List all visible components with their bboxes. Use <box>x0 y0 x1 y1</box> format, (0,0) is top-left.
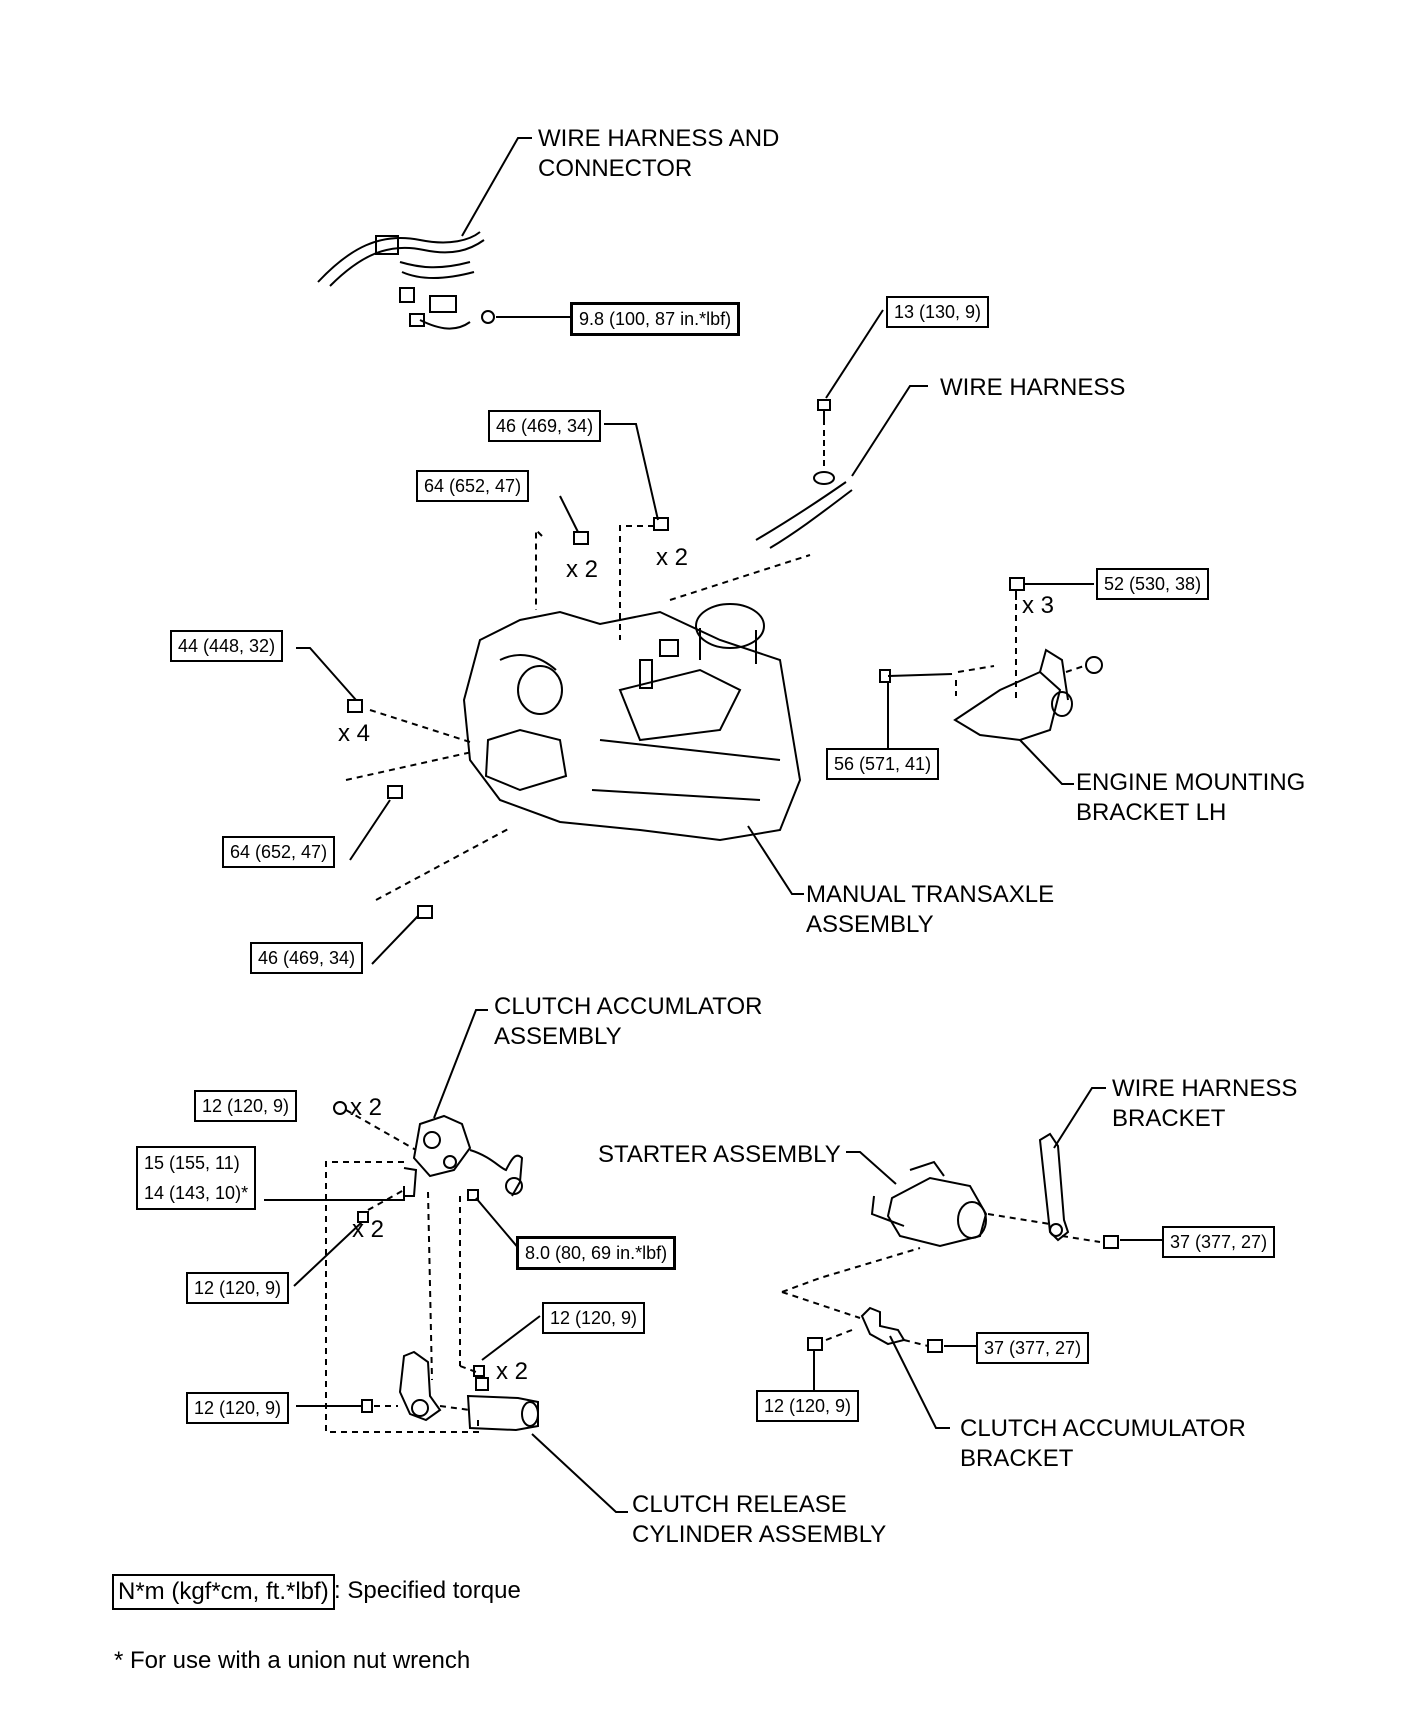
torque-box: 56 (571, 41) <box>826 748 940 780</box>
quantity-label: x 2 <box>656 544 689 571</box>
quantity-label: x 2 <box>566 556 599 583</box>
torque-box: 12 (120, 9) <box>186 1272 290 1304</box>
wire-harness-bracket-label-2: BRACKET <box>1112 1105 1226 1132</box>
clutch-accumulator-bracket-label-1: CLUTCH ACCUMULATOR <box>960 1415 1246 1442</box>
torque-line: 14 (143, 10)* <box>144 1183 249 1203</box>
starter-drawing <box>870 1160 988 1248</box>
clutch-release-cylinder-drawing <box>398 1350 539 1432</box>
clutch-release-cylinder-label-1: CLUTCH RELEASE <box>632 1491 847 1518</box>
torque-box: 12 (120, 9) <box>542 1302 646 1334</box>
torque-box: 44 (448, 32) <box>170 630 284 662</box>
quantity-label: x 2 <box>352 1216 385 1243</box>
manual-transaxle-label-1: MANUAL TRANSAXLE <box>806 881 1055 908</box>
wire-harness-connector-drawing <box>317 231 495 330</box>
torque-box: 12 (120, 9) <box>194 1090 298 1122</box>
clutch-accumulator-drawing <box>403 1114 524 1197</box>
torque-box: 37 (377, 27) <box>1162 1226 1276 1258</box>
engine-mounting-bracket-drawing <box>953 648 1073 742</box>
clutch-accumulator-label-1: CLUTCH ACCUMLATOR <box>494 993 763 1020</box>
manual-transaxle-label-2: ASSEMBLY <box>806 911 934 938</box>
torque-box: 46 (469, 34) <box>488 410 602 442</box>
wire-harness-connector-label-2: CONNECTOR <box>538 155 693 182</box>
legend-unit-box: N*m (kgf*cm, ft.*lbf) <box>112 1574 335 1610</box>
torque-box: 37 (377, 27) <box>976 1332 1090 1364</box>
torque-box: 12 (120, 9) <box>186 1392 290 1424</box>
quantity-label: x 2 <box>350 1094 383 1121</box>
torque-box: 52 (530, 38) <box>1096 568 1210 600</box>
wire-harness-connector-label-1: WIRE HARNESS AND <box>538 125 780 152</box>
wire-harness-label: WIRE HARNESS <box>940 374 1126 401</box>
torque-box: 9.8 (100, 87 in.*lbf) <box>570 302 741 336</box>
clutch-accumulator-bracket-label-2: BRACKET <box>960 1445 1074 1472</box>
manual-transaxle-drawing <box>462 603 802 842</box>
torque-box: 64 (652, 47) <box>416 470 530 502</box>
wire-harness-bracket-label-1: WIRE HARNESS <box>1112 1075 1298 1102</box>
footnote: * For use with a union nut wrench <box>114 1647 471 1674</box>
torque-box-dual: 15 (155, 11) 14 (143, 10)* <box>136 1146 257 1210</box>
clutch-release-cylinder-label-2: CYLINDER ASSEMBLY <box>632 1521 887 1548</box>
quantity-label: x 4 <box>338 720 371 747</box>
torque-box: 8.0 (80, 69 in.*lbf) <box>516 1236 677 1270</box>
torque-box: 46 (469, 34) <box>250 942 364 974</box>
wire-harness-bracket-drawing <box>1038 1132 1070 1242</box>
engine-mounting-bracket-label-2: BRACKET LH <box>1076 799 1227 826</box>
torque-box: 12 (120, 9) <box>756 1390 860 1422</box>
clutch-accumulator-bracket-drawing <box>860 1306 906 1346</box>
clutch-accumulator-label-2: ASSEMBLY <box>494 1023 622 1050</box>
engine-mounting-bracket-label-1: ENGINE MOUNTING <box>1076 769 1306 796</box>
torque-line: 15 (155, 11) <box>144 1153 240 1173</box>
starter-assembly-label: STARTER ASSEMBLY <box>598 1141 841 1168</box>
quantity-label: x 2 <box>496 1358 529 1385</box>
torque-box: 13 (130, 9) <box>886 296 990 328</box>
quantity-label: x 3 <box>1022 592 1055 619</box>
torque-box: 64 (652, 47) <box>222 836 336 868</box>
legend-meaning: : Specified torque <box>334 1577 521 1604</box>
